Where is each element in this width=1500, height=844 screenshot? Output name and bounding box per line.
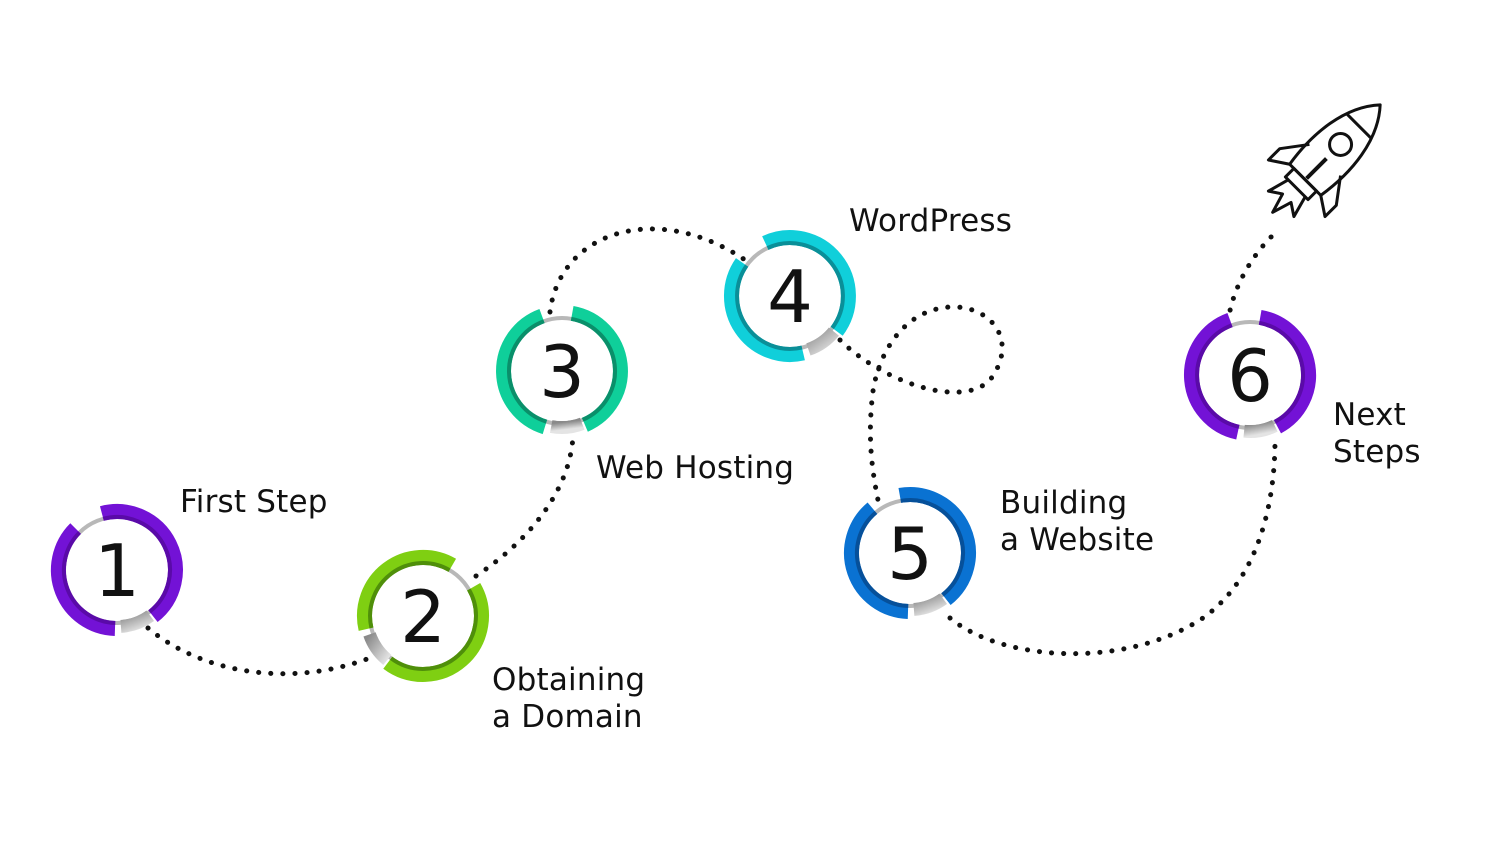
ring-arc-shade <box>61 531 116 625</box>
ring-arc <box>496 308 548 435</box>
rocket-center-line <box>1305 157 1328 180</box>
ring-arc <box>898 487 976 606</box>
step-label: Web Hosting <box>596 450 795 486</box>
step-number: 2 <box>400 575 446 659</box>
ring-arc-shade <box>102 515 173 614</box>
ring-arc-shade <box>570 316 617 422</box>
step-number: 1 <box>94 529 140 613</box>
ring-arc-shade <box>507 319 548 424</box>
rocket-window <box>1328 131 1354 157</box>
rocket-icon <box>1266 103 1382 219</box>
ring-arc-shade <box>735 264 803 351</box>
rocket-fin-left <box>1266 142 1310 166</box>
step-disc <box>67 520 167 620</box>
ring-arc-shade <box>389 588 478 671</box>
step-number: 6 <box>1227 334 1273 418</box>
ring-arc <box>1258 310 1317 434</box>
ring-gap <box>549 417 585 434</box>
ring-arc <box>723 258 805 362</box>
ring-gap <box>120 610 155 633</box>
step-label: First Step <box>180 484 328 520</box>
step-label: WordPress <box>849 203 1013 239</box>
ring-gap <box>913 593 948 616</box>
ring-arc-shade <box>900 498 966 597</box>
step-number: 4 <box>767 255 813 339</box>
step-disc <box>373 566 473 666</box>
step-disc <box>1200 325 1300 425</box>
ring-arc <box>50 523 116 636</box>
step-node-4: 4 <box>723 230 856 362</box>
ring-arc <box>99 504 183 622</box>
connector-2-3 <box>473 433 576 579</box>
ring-arc-shade <box>766 241 845 330</box>
rocket-nozzle <box>1283 166 1319 202</box>
ring-arc-shade <box>854 510 909 608</box>
step-disc <box>860 503 960 603</box>
connector-4-5 <box>837 304 1005 503</box>
connectors <box>145 226 1278 677</box>
step-node-5: 5 <box>844 487 976 619</box>
connector-3-4 <box>547 226 751 315</box>
step-node-6: 6 <box>1184 310 1317 440</box>
step-disc <box>512 321 612 421</box>
ring-gap <box>1243 419 1278 439</box>
ring-arc-shade <box>368 561 451 629</box>
ring-gap <box>806 327 839 356</box>
ring-arc <box>844 502 909 619</box>
rocket-fin-right <box>1319 175 1343 219</box>
step-disc <box>740 246 840 346</box>
ring-arc-shade <box>1258 320 1305 424</box>
step-number: 3 <box>539 330 585 414</box>
connector-5-6 <box>947 437 1278 657</box>
ring-arc <box>570 306 628 432</box>
connector-1-2 <box>145 625 378 677</box>
step-label: Next Steps <box>1333 397 1421 470</box>
step-node-1: 1 <box>50 504 183 636</box>
step-label: Obtaining a Domain <box>492 662 646 735</box>
step-number: 5 <box>887 512 933 596</box>
ring-gap <box>363 632 392 665</box>
rocket-nose-line <box>1345 112 1373 140</box>
step-node-3: 3 <box>496 306 628 435</box>
step-label: Building a Website <box>1000 485 1155 558</box>
connector-6-rocket <box>1225 233 1275 325</box>
ring-arc <box>356 549 457 631</box>
ring-arc <box>762 230 856 336</box>
rocket-flame <box>1266 178 1307 219</box>
step-node-2: 2 <box>356 549 489 682</box>
ring-arc <box>1184 312 1240 440</box>
ring-arc <box>383 583 489 682</box>
ring-arc-shade <box>1195 323 1240 429</box>
